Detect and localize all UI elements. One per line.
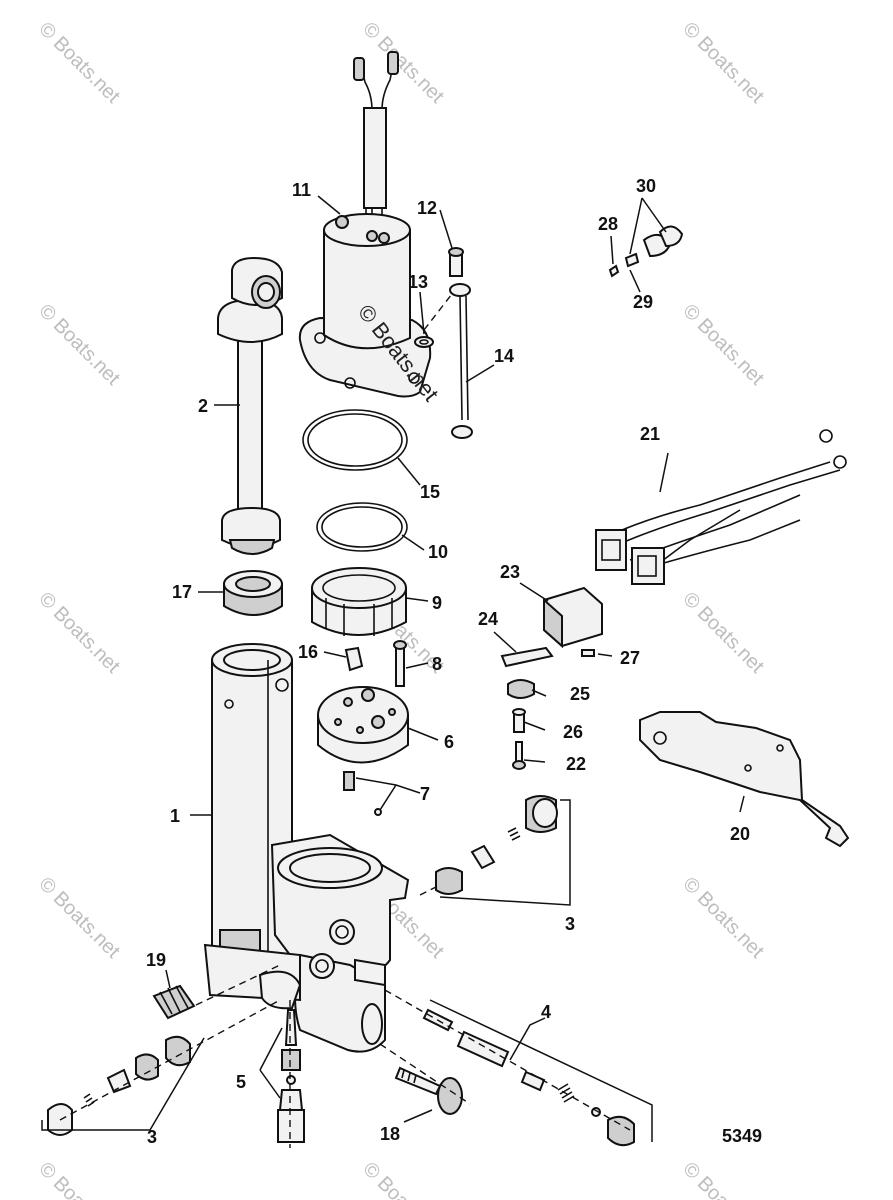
callout-10: 10 xyxy=(428,542,448,562)
callout-14: 14 xyxy=(494,346,514,366)
watermark: © Boats.net xyxy=(678,300,768,390)
part-pump-6 xyxy=(317,686,409,764)
part-ground-strap-14 xyxy=(449,283,473,439)
callout-28: 28 xyxy=(598,214,618,234)
part-clip-16 xyxy=(344,646,364,672)
part-pin-27 xyxy=(581,649,595,657)
part-clamp-30 xyxy=(608,225,684,278)
part-bolt-12 xyxy=(448,247,464,277)
part-lockwasher-13 xyxy=(414,336,434,348)
part-motor xyxy=(298,51,432,398)
callout-4: 4 xyxy=(541,1002,551,1022)
part-bushing-26 xyxy=(512,708,526,733)
callout-23: 23 xyxy=(500,562,520,582)
callout-3: 3 xyxy=(565,914,575,934)
watermark: © Boats.net xyxy=(34,1158,124,1200)
part-valve-18 xyxy=(394,1066,463,1115)
watermark: © Boats.net xyxy=(678,1158,768,1200)
callout-15: 15 xyxy=(420,482,440,502)
callout-30: 30 xyxy=(636,176,656,196)
figure-number: 5349 xyxy=(722,1126,762,1146)
watermark: © Boats.net xyxy=(34,18,124,108)
part-pin-8 xyxy=(393,640,407,687)
watermark: © Boats.net xyxy=(358,18,448,108)
watermark: © Boats.net xyxy=(358,1158,448,1200)
watermark: © Boats.net xyxy=(34,588,124,678)
part-harness-21 xyxy=(595,429,847,585)
part-ram-2 xyxy=(217,256,283,555)
callout-18: 18 xyxy=(380,1124,400,1144)
watermark: © Boats.net xyxy=(678,18,768,108)
part-bracket-24 xyxy=(500,646,554,668)
watermark: © Boats.net xyxy=(34,873,124,963)
part-fitting-19 xyxy=(152,984,196,1020)
callout-5: 5 xyxy=(236,1072,246,1092)
callout-11: 11 xyxy=(292,180,311,200)
watermark: © Boats.net xyxy=(678,588,768,678)
part-reservoir-9 xyxy=(311,567,407,636)
callout-20: 20 xyxy=(730,824,750,844)
callout-24: 24 xyxy=(478,609,498,629)
callout-3b: 3 xyxy=(147,1127,157,1147)
part-seal-17 xyxy=(223,570,283,616)
callout-26: 26 xyxy=(563,722,583,742)
part-valve-group-3-lower xyxy=(47,1035,191,1136)
callout-21: 21 xyxy=(640,424,660,444)
callout-2: 2 xyxy=(198,396,208,416)
part-bracket-20 xyxy=(639,711,850,848)
part-relay-23 xyxy=(543,586,603,649)
callout-19: 19 xyxy=(146,950,166,970)
part-valve-5 xyxy=(277,1009,305,1143)
callout-9: 9 xyxy=(432,593,442,613)
callout-29: 29 xyxy=(633,292,653,312)
callout-6: 6 xyxy=(444,732,454,752)
part-oring-10 xyxy=(316,502,408,552)
callout-27: 27 xyxy=(620,648,640,668)
callout-7: 7 xyxy=(420,784,430,804)
callout-12: 12 xyxy=(417,198,437,218)
leader-lines xyxy=(41,195,745,1142)
callout-16: 16 xyxy=(298,642,318,662)
part-valve-group-3-upper xyxy=(435,795,558,895)
callout-8: 8 xyxy=(432,654,442,674)
watermark: © Boats.net xyxy=(34,300,124,390)
part-grommet-25 xyxy=(507,679,535,699)
watermark: © Boats.net xyxy=(678,873,768,963)
callout-13: 13 xyxy=(408,272,428,292)
callout-1: 1 xyxy=(170,806,180,826)
part-screw-22 xyxy=(512,741,526,770)
part-housing-1 xyxy=(203,643,410,1053)
callout-25: 25 xyxy=(570,684,590,704)
callout-labels: 1 2 3 3 4 5 6 7 8 9 10 11 12 13 14 15 16… xyxy=(146,176,750,1147)
callout-22: 22 xyxy=(566,754,586,774)
part-spring-7 xyxy=(343,771,382,816)
part-valve-group-4 xyxy=(422,1008,635,1147)
callout-17: 17 xyxy=(172,582,192,602)
part-oring-15 xyxy=(302,409,408,471)
